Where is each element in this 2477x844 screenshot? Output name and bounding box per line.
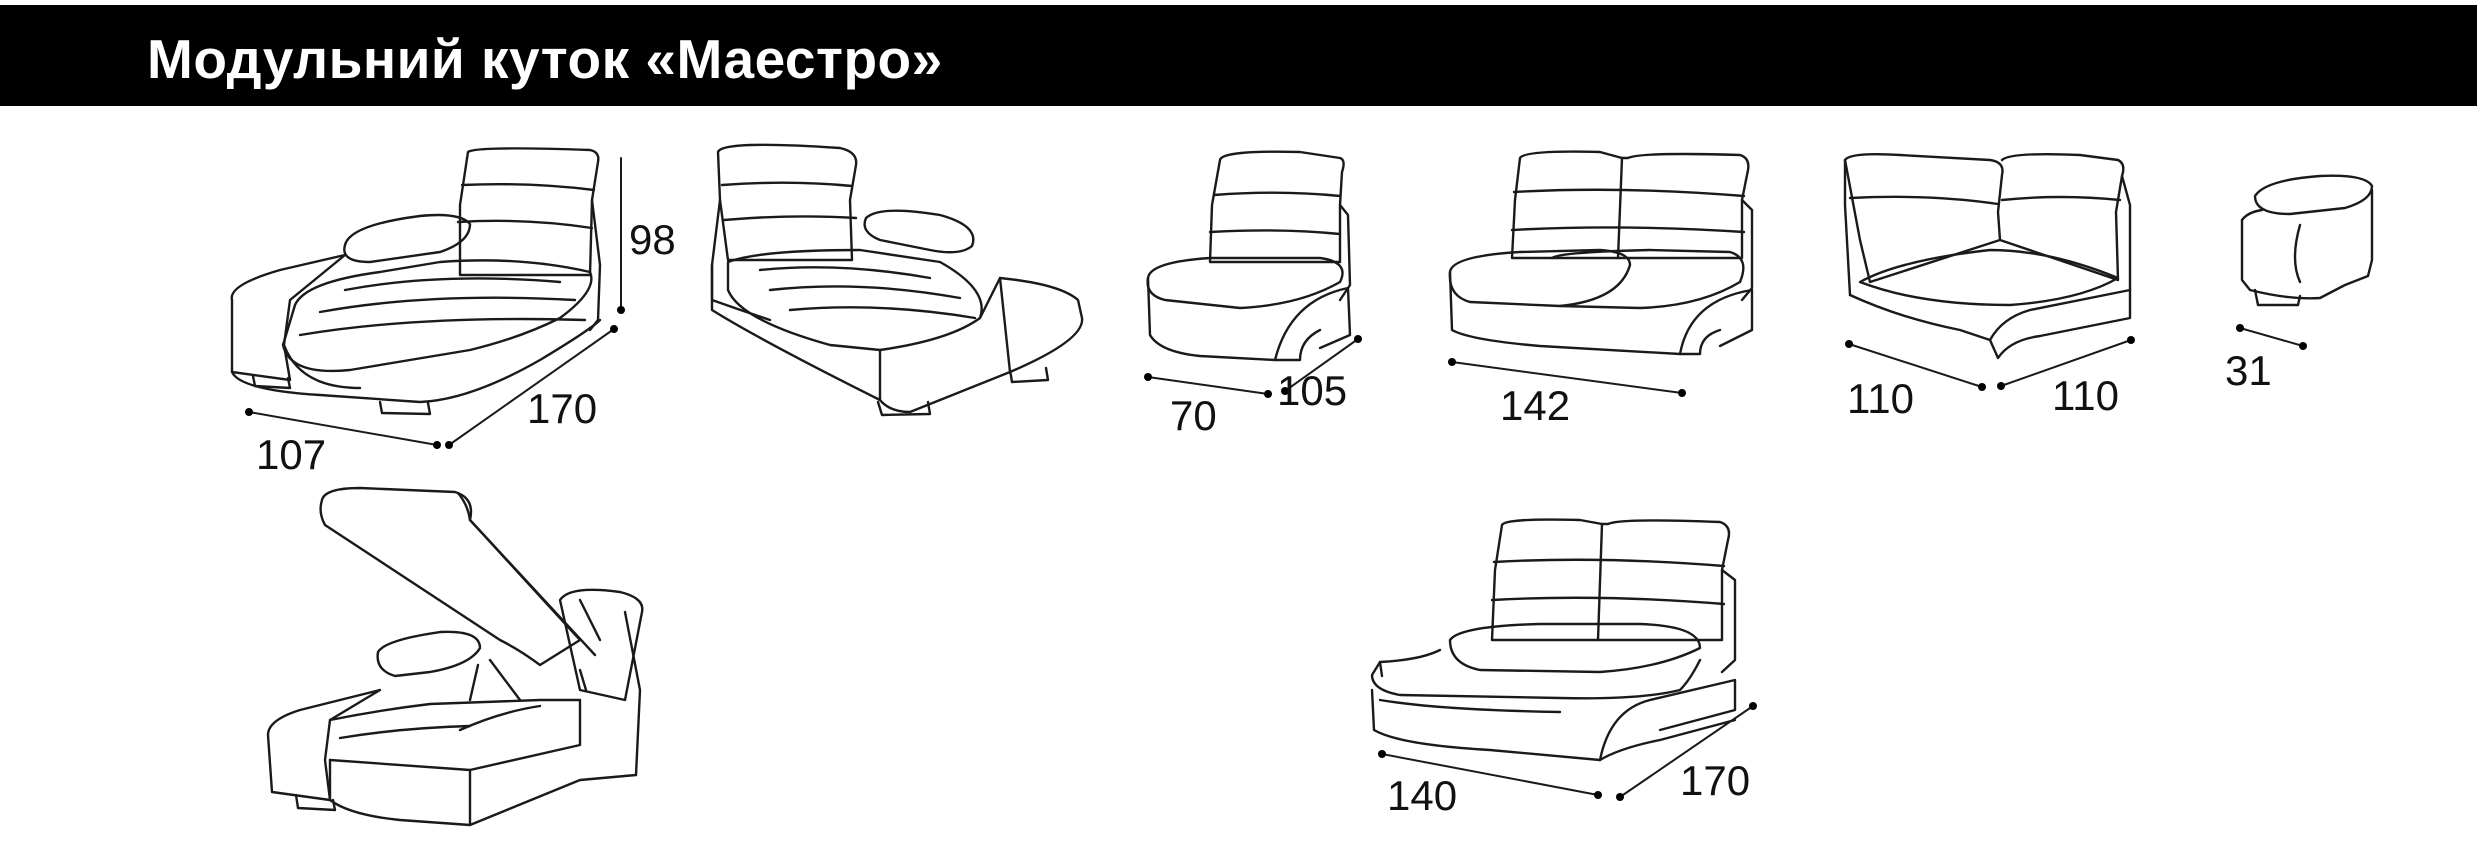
sofa-bed-width-label: 140 — [1387, 772, 1457, 819]
sofa-bed-length-label: 170 — [1680, 757, 1750, 804]
chaise-storage-module — [266, 486, 644, 827]
double-section-module — [1448, 150, 1754, 397]
double-sofa-bed-module — [1370, 518, 1757, 801]
single-section-depth-label: 105 — [1277, 367, 1347, 414]
double-section-width-label: 142 — [1500, 382, 1570, 429]
armrest-module — [2236, 174, 2374, 350]
chaise-left-length-label: 170 — [527, 385, 597, 432]
chaise-left-width-label: 107 — [256, 431, 326, 478]
single-section-module — [1144, 150, 1362, 398]
chaise-left-height-label: 98 — [629, 216, 676, 263]
corner-section-module — [1843, 152, 2135, 391]
single-section-width-label: 70 — [1170, 392, 1217, 439]
armrest-width-label: 31 — [2225, 347, 2272, 394]
chaise-right-module — [710, 143, 1084, 417]
title-bar: Модульний куток «Маестро» — [0, 5, 2477, 106]
corner-section-left-label: 110 — [1847, 375, 1914, 422]
corner-section-right-label: 110 — [2052, 372, 2119, 419]
chaise-left-module — [230, 147, 625, 449]
page-title: Модульний куток «Маестро» — [147, 28, 943, 90]
